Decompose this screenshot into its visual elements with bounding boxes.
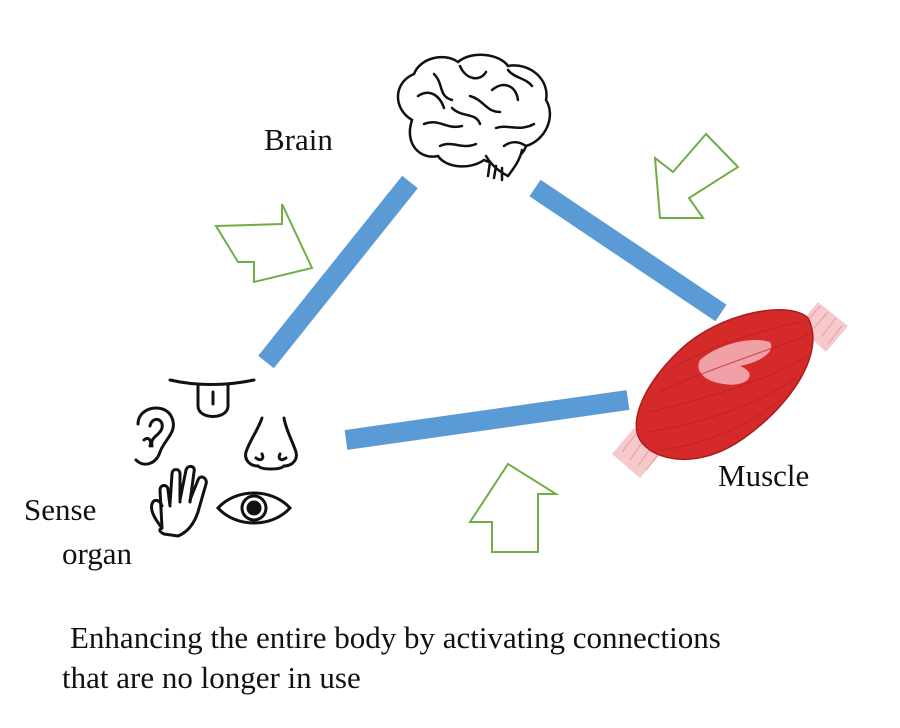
tongue-icon: [168, 378, 256, 418]
bar-brain-sense: [258, 175, 418, 369]
bar-brain-muscle: [529, 179, 727, 322]
arrow-icon: [653, 132, 740, 219]
eye-icon: [215, 491, 293, 525]
arrow-icon: [214, 203, 314, 284]
caption-line-2: that are no longer in use: [62, 660, 361, 695]
caption-line-1: Enhancing the entire body by activating …: [70, 620, 721, 655]
brain-label: Brain: [264, 122, 333, 157]
brain-icon: [396, 53, 552, 182]
muscle-label: Muscle: [718, 458, 810, 493]
sense-organ-label-line2: organ: [62, 536, 133, 571]
nose-icon: [244, 416, 298, 471]
arrow-icon: [468, 462, 560, 553]
caption: Enhancing the entire body by activating …: [62, 618, 892, 698]
hand-icon: [150, 464, 208, 538]
bar-sense-muscle: [344, 390, 630, 450]
ear-icon: [134, 406, 175, 466]
sense-organ-label-line1: Sense: [24, 492, 97, 527]
muscle-icon: [612, 302, 848, 478]
